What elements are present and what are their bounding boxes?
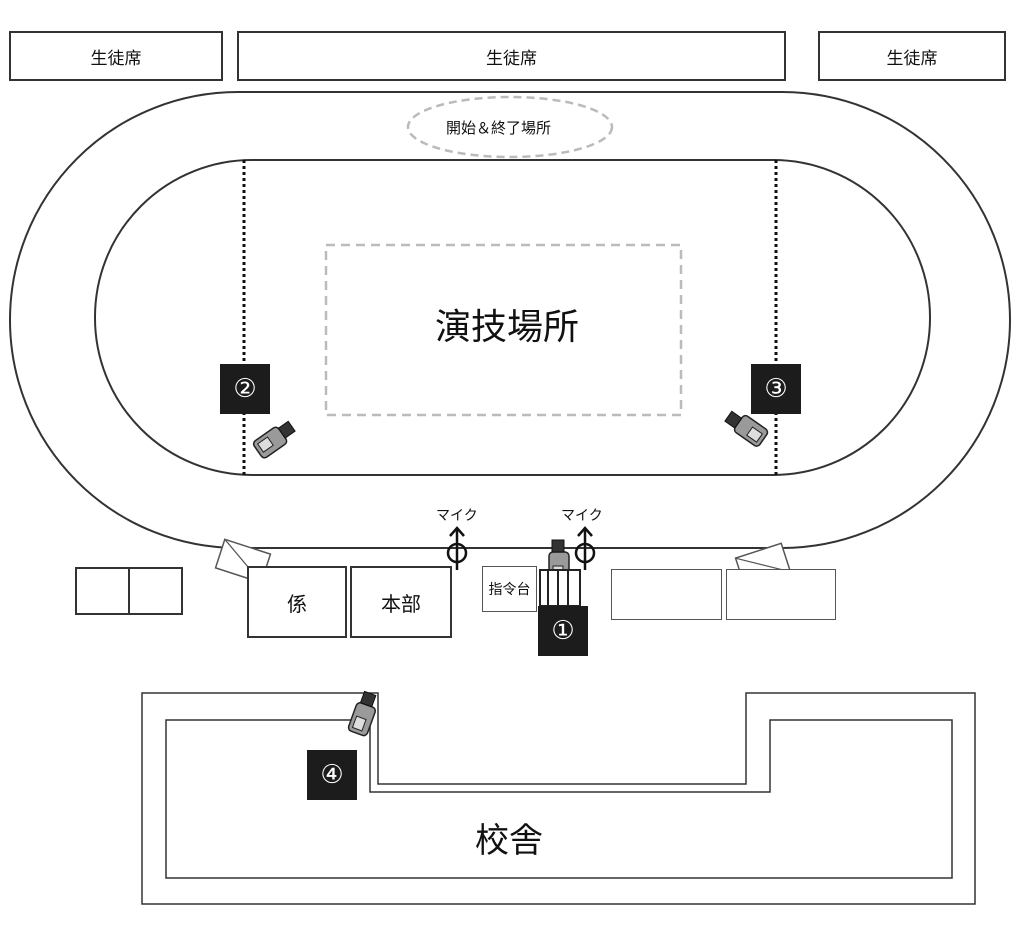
equipment-box-right-2 <box>726 569 836 620</box>
mic-label-right: マイク <box>561 508 603 524</box>
camera-number-1: ① <box>538 606 588 656</box>
building-outer <box>141 692 976 905</box>
building-inner <box>165 719 953 879</box>
camera-icon <box>724 410 769 447</box>
seat-label: 生徒席 <box>486 48 537 69</box>
command-stand: 指令台 <box>482 566 537 612</box>
mic-label-left: マイク <box>436 508 478 524</box>
camera-icon <box>252 420 296 459</box>
staff-tent-label: 係 <box>287 591 307 616</box>
camera-icon <box>347 690 377 737</box>
mic-icon <box>446 526 468 570</box>
performance-area-rect <box>324 243 683 417</box>
camera-number-2: ② <box>220 364 270 414</box>
camera-platform <box>539 569 581 607</box>
equipment-box-right-1 <box>611 569 722 620</box>
staff-tent: 係 <box>247 566 347 638</box>
start-end-ellipse <box>406 95 614 159</box>
equipment-box-left-2 <box>128 567 183 615</box>
performance-area-label: 演技場所 <box>435 307 580 348</box>
student-seats-center: 生徒席 <box>237 31 786 81</box>
student-seats-right: 生徒席 <box>818 31 1006 81</box>
hq-tent-label: 本部 <box>381 591 421 616</box>
seat-label: 生徒席 <box>90 48 142 69</box>
mic-icon <box>574 526 596 570</box>
camera-number-4: ④ <box>307 750 357 800</box>
track-outer <box>9 91 1011 549</box>
start-end-label: 開始＆終了場所 <box>446 119 552 137</box>
camera-number-3: ③ <box>751 364 801 414</box>
command-stand-label: 指令台 <box>488 582 531 598</box>
track-inner <box>94 159 931 476</box>
student-seats-left: 生徒席 <box>9 31 223 81</box>
seat-label: 生徒席 <box>886 48 938 69</box>
equipment-box-left <box>75 567 130 615</box>
hq-tent: 本部 <box>350 566 452 638</box>
school-building-label: 校舎 <box>475 821 543 861</box>
